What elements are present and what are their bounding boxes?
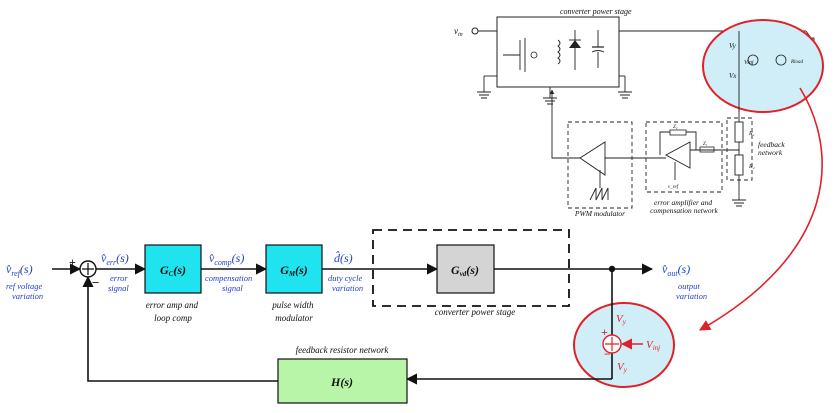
- comparator-icon: [579, 141, 606, 176]
- inj-minus: −: [604, 347, 611, 361]
- power-stage-box: [496, 16, 620, 88]
- vcomp-signal: v̂comp(s) compensation signal: [205, 251, 254, 293]
- gm-label: GM(s): [280, 263, 308, 278]
- pwm-modulator-box: [567, 121, 633, 209]
- ground-icon: [732, 199, 746, 207]
- vin-label: vin: [454, 26, 463, 38]
- svg-text:v̂err(s): v̂err(s): [101, 251, 129, 267]
- error-amp-box: [645, 121, 723, 193]
- inset-load-label: Rload: [790, 60, 803, 65]
- pickoff-node: [608, 265, 616, 273]
- svg-text:ref voltage variation: ref voltage variation: [6, 281, 44, 301]
- svg-text:output variation: output variation: [676, 281, 707, 301]
- gvd-label: Gvd(s): [451, 263, 479, 278]
- error-amp-icon: [665, 141, 691, 169]
- inj-vy-label: Vy: [616, 313, 627, 326]
- r2-label: R₂: [748, 164, 755, 170]
- inductor-icon: [557, 39, 561, 65]
- svg-text:error signal: error signal: [108, 273, 130, 293]
- injection-inset-ellipse: [702, 19, 824, 113]
- ground-icon: [543, 97, 557, 105]
- vref-small-label: v_ref: [668, 185, 679, 190]
- inset-vx-label: Vx: [729, 72, 737, 80]
- gm-block: [265, 244, 323, 294]
- svg-text:d̂(s): d̂(s): [334, 251, 353, 265]
- r1-label: R₁: [748, 131, 755, 137]
- feedback-arrow-out: [82, 275, 278, 382]
- z2-label: Z₂: [673, 125, 678, 130]
- z1-label: Z₁: [703, 142, 708, 147]
- h-label: H(s): [330, 375, 353, 389]
- gc-label: GC(s): [160, 263, 186, 278]
- gm-caption: pulse width modulator: [271, 300, 316, 323]
- svg-text:v̂out(s): v̂out(s): [662, 262, 690, 278]
- inset-vinj-label: Vinj: [744, 60, 754, 66]
- vin-terminal: [471, 27, 479, 35]
- power-stage-dashed-box: [372, 229, 570, 307]
- feedback-network-label: feedback network: [758, 140, 787, 157]
- gc-caption: error amp and loop comp: [146, 300, 200, 323]
- callout-arrow: [699, 87, 823, 331]
- inj-plus: +: [601, 325, 608, 339]
- error-amp-label: error amplifier and compensation network: [650, 198, 718, 215]
- svg-text:duty cycle variation: duty cycle variation: [328, 273, 364, 293]
- h-block: [277, 358, 408, 404]
- svg-text:v̂ref(s): v̂ref(s): [6, 262, 33, 278]
- ground-icon: [477, 91, 491, 99]
- transformer-icon: [747, 54, 759, 66]
- resistor-r2: [734, 154, 744, 176]
- inj-vx-label: Vy: [617, 361, 628, 374]
- inj-vinj-label: Vinj: [646, 339, 660, 352]
- converter-schematic: converter power stage vin: [454, 7, 824, 218]
- sum-plus: +: [69, 255, 76, 269]
- verr-signal: v̂err(s) error signal: [101, 251, 130, 293]
- schematic-title: converter power stage: [560, 7, 632, 16]
- vref-signal: v̂ref(s) ref voltage variation: [6, 262, 44, 301]
- feedback-network-box: [726, 117, 753, 181]
- ground-icon: [618, 91, 632, 99]
- summing-cross-icon: [82, 263, 94, 275]
- h-caption: feedback resistor network: [296, 345, 390, 355]
- duty-signal: d̂(s) duty cycle variation: [328, 251, 364, 293]
- sawtooth-icon: [589, 187, 609, 201]
- resistor-r1: [734, 121, 744, 143]
- sum-minus: −: [92, 275, 99, 290]
- gvd-caption: converter power stage: [435, 307, 515, 317]
- svg-text:compensation signal: compensation signal: [205, 273, 254, 293]
- pwm-modulator-label: PWM modulator: [574, 209, 625, 218]
- injection-cross-icon: [605, 337, 619, 351]
- svg-text:v̂comp(s): v̂comp(s): [209, 251, 244, 267]
- vout-signal: v̂out(s) output variation: [662, 262, 707, 301]
- signal-source-icon: [775, 54, 787, 66]
- inset-vy-label: Vy: [729, 42, 737, 50]
